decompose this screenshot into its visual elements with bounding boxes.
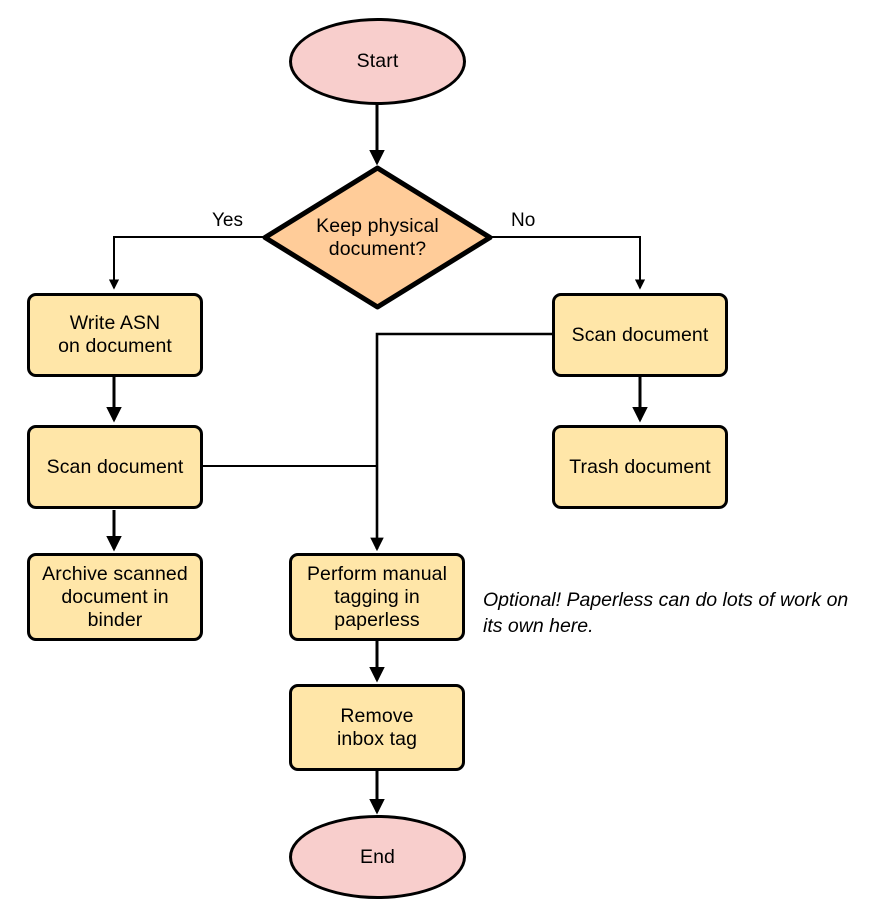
annotation-optional-note: Optional! Paperless can do lots of work … — [483, 589, 849, 637]
node-scan-document-right[interactable]: Scan document — [552, 293, 728, 377]
decision-diamond-shape — [262, 165, 493, 310]
node-trash-document[interactable]: Trash document — [552, 425, 728, 509]
node-decision[interactable]: Keep physical document? — [262, 165, 493, 310]
node-scan-document-left-label: Scan document — [46, 455, 184, 478]
node-decision-text: Keep physical document? — [262, 165, 493, 310]
node-write-asn-label: Write ASN on document — [58, 312, 172, 357]
node-scan-document-right-label: Scan document — [571, 323, 709, 346]
edge-decision-no-to-scan-right — [489, 236, 646, 290]
node-trash-document-label: Trash document — [569, 455, 711, 478]
node-manual-tagging[interactable]: Perform manual tagging in paperless — [289, 553, 465, 641]
node-start-label: Start — [356, 50, 399, 72]
edge-label-yes: Yes — [209, 210, 246, 232]
node-write-asn[interactable]: Write ASN on document — [27, 293, 203, 377]
node-start[interactable]: Start — [289, 18, 466, 105]
node-archive-document[interactable]: Archive scanned document in binder — [27, 553, 203, 641]
node-end-label: End — [360, 845, 395, 868]
edge-scan-right-to-tagging — [370, 332, 552, 552]
node-decision-label: Keep physical document? — [316, 214, 439, 260]
node-remove-inbox-tag-label: Remove inbox tag — [336, 704, 418, 750]
node-end[interactable]: End — [289, 815, 466, 899]
node-scan-document-left[interactable]: Scan document — [27, 425, 203, 509]
node-archive-document-label: Archive scanned document in binder — [42, 562, 188, 631]
edge-decision-yes-to-write-asn — [108, 236, 267, 290]
node-remove-inbox-tag[interactable]: Remove inbox tag — [289, 684, 465, 771]
node-manual-tagging-label: Perform manual tagging in paperless — [306, 562, 448, 631]
edge-label-no: No — [508, 210, 539, 232]
